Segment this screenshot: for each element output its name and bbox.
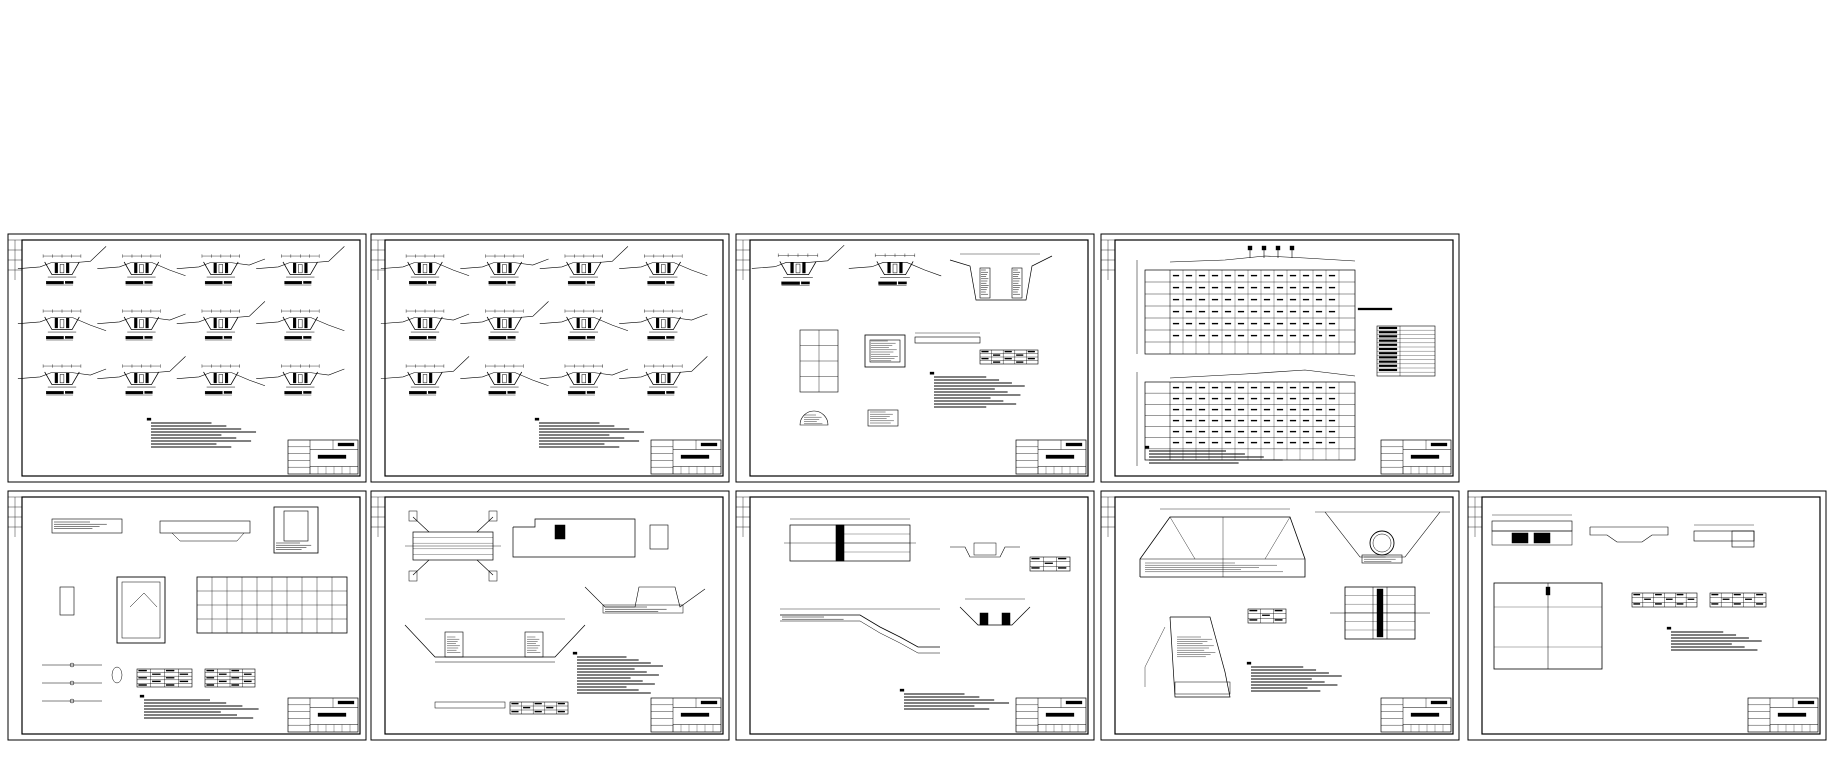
- title-block: [287, 439, 359, 475]
- box-section: [273, 506, 319, 554]
- title-block: [650, 439, 722, 475]
- sheet-inner-border: [1114, 496, 1454, 735]
- title-block: [287, 697, 359, 733]
- drawing-sheet-5: [7, 490, 367, 741]
- sheet-inner-border: [1114, 239, 1454, 477]
- title-block: [1380, 439, 1452, 475]
- title-block: [1380, 697, 1452, 733]
- sheet-inner-border: [21, 496, 361, 735]
- title-block: [1015, 697, 1087, 733]
- sheet-outer-border: [1100, 233, 1460, 483]
- drawing-sheet-7: [735, 490, 1095, 741]
- sheet-outer-border: [7, 490, 367, 741]
- sheet-outer-border: [7, 233, 367, 483]
- sheet-outer-border: [370, 233, 730, 483]
- sheet-inner-border: [21, 239, 361, 477]
- title-block: [1747, 697, 1819, 733]
- drawing-sheet-1: [7, 233, 367, 483]
- drawing-sheet-2: [370, 233, 730, 483]
- drawing-sheet-3: [735, 233, 1095, 483]
- sheet-outer-border: [735, 233, 1095, 483]
- sheet-outer-border: [370, 490, 730, 741]
- title-block: [1015, 439, 1087, 475]
- beam-section: [1491, 520, 1573, 532]
- drawing-sheet-6: [370, 490, 730, 741]
- chamber-plan: [116, 576, 166, 644]
- drawing-sheet-8: [1100, 490, 1460, 741]
- title-block: [650, 697, 722, 733]
- beam-plan: [51, 518, 123, 534]
- sheet-inner-border: [384, 496, 724, 735]
- sheet-inner-border: [749, 496, 1089, 735]
- sheet-inner-border: [384, 239, 724, 477]
- box-detail: [864, 334, 906, 368]
- drawing-sheet-4: [1100, 233, 1460, 483]
- summary-table: [1376, 325, 1436, 377]
- sheet-outer-border: [1467, 490, 1827, 741]
- drawing-sheet-9: [1467, 490, 1827, 741]
- sheet-outer-border: [1100, 490, 1460, 741]
- sheet-inner-border: [749, 239, 1089, 477]
- sheet-inner-border: [1481, 496, 1821, 735]
- profile-table-1: [1144, 269, 1356, 355]
- sheet-outer-border: [735, 490, 1095, 741]
